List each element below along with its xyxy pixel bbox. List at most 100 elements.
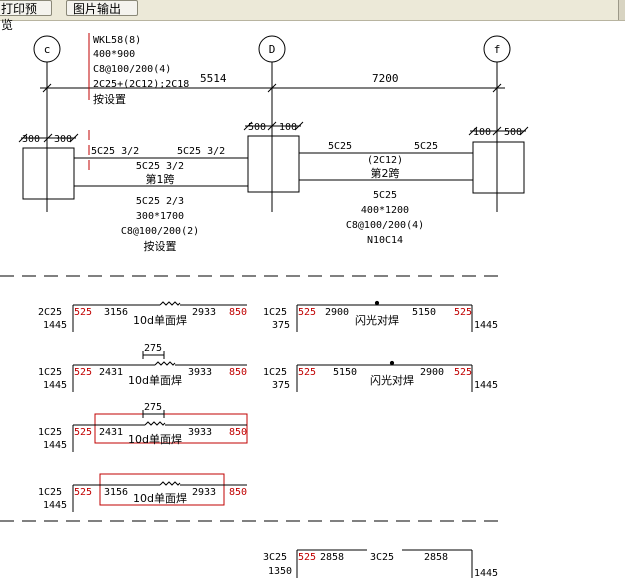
rebar-3: 275 1C25 1445 525 2431 3933 850 10d单面焊 xyxy=(38,343,247,392)
rebar-length: 1445 xyxy=(43,320,67,331)
span2-stirrup: C8@100/200(4) xyxy=(346,220,424,231)
rebar-end-length: 1445 xyxy=(474,320,498,331)
selection-box xyxy=(99,473,225,506)
rebar-weld-dim: 275 xyxy=(144,343,162,354)
col-f-left: 100 xyxy=(473,127,491,138)
rebar-bend-right: 850 xyxy=(229,487,247,498)
print-preview-button[interactable]: 打印预览 xyxy=(0,0,52,32)
rebar-weld: 10d单面焊 xyxy=(128,432,182,446)
rebar-seg-b: 2933 xyxy=(192,307,216,318)
rebar-bend-right: 850 xyxy=(229,307,247,318)
rebar-bend-left: 525 xyxy=(74,307,92,318)
column-f xyxy=(472,141,525,194)
col-f-right: 500 xyxy=(504,127,522,138)
rebar-length: 1445 xyxy=(43,440,67,451)
beam-section: 400*900 xyxy=(93,49,135,60)
rebar-length: 1445 xyxy=(43,500,67,511)
rebar-6[interactable]: 1C25 1445 525 3156 2933 850 10d单面焊 xyxy=(38,473,247,512)
rebar-seg-b: 5150 xyxy=(412,307,436,318)
rebar-end-length: 1445 xyxy=(474,380,498,391)
rebar-bend-right: 850 xyxy=(229,427,247,438)
span2-top-right: 5C25 xyxy=(414,141,438,152)
rebar-spec: 1C25 xyxy=(263,307,287,318)
beam-stirrup: C8@100/200(4) xyxy=(93,64,171,75)
col-c-right: 300 xyxy=(54,134,72,145)
selection-box xyxy=(94,413,248,444)
rebar-weld: 闪光对焊 xyxy=(370,373,414,387)
span-length-left: 5514 xyxy=(200,72,227,85)
rebar-bend-right: 850 xyxy=(229,367,247,378)
col-d-left: 500 xyxy=(248,122,266,133)
span2-bottom: 5C25 xyxy=(373,190,397,201)
rebar-1: 2C25 1445 525 3156 2933 850 10d单面焊 xyxy=(38,301,247,332)
rebar-seg-a: 3156 xyxy=(104,307,128,318)
col-c-left: 300 xyxy=(22,134,40,145)
span2-name: 第2跨 xyxy=(371,166,400,180)
span1-bottom: 5C25 2/3 xyxy=(136,196,184,207)
rebar-length: 1445 xyxy=(43,380,67,391)
rebar-4: 1C25 375 525 5150 2900 525 1445 闪光对焊 xyxy=(263,360,498,392)
span1-mid: 5C25 3/2 xyxy=(136,161,184,172)
rebar-weld: 10d单面焊 xyxy=(133,491,187,505)
rebar-length: 375 xyxy=(272,320,290,331)
rebar-spec: 2C25 xyxy=(38,307,62,318)
toolbar: 打印预览 图片输出 xyxy=(0,0,625,32)
span2-size: 400*1200 xyxy=(361,205,409,216)
rebar-length: 1350 xyxy=(268,566,292,577)
span2-mid: (2C12) xyxy=(367,155,403,166)
rebar-spec: 1C25 xyxy=(263,367,287,378)
image-export-button[interactable]: 图片输出 xyxy=(66,0,138,16)
span1-note: 按设置 xyxy=(144,239,177,253)
span-length-right: 7200 xyxy=(372,72,399,85)
rebar-bend-right: 525 xyxy=(454,307,472,318)
span1-size: 300*1700 xyxy=(136,211,184,222)
span1-top-right: 5C25 3/2 xyxy=(177,146,225,157)
rebar-seg-a: 2431 xyxy=(99,427,123,438)
beam-longitudinal: 2C25+(2C12);2C18 xyxy=(93,79,189,90)
beam-note: 按设置 xyxy=(93,92,126,106)
rebar-seg-a: 2858 xyxy=(320,552,344,563)
column-c xyxy=(22,147,75,200)
span1-top-left: 5C25 3/2 xyxy=(91,146,139,157)
rebar-length: 375 xyxy=(272,380,290,391)
rebar-weld-dim: 275 xyxy=(144,402,162,413)
beam-id: WKL58(8) xyxy=(93,35,141,46)
rebar-seg-a: 3156 xyxy=(104,487,128,498)
rebar-bend-right: 525 xyxy=(454,367,472,378)
rebar-bend-left: 525 xyxy=(298,367,316,378)
rebar-bend-left: 525 xyxy=(298,307,316,318)
span2-top-left: 5C25 xyxy=(328,141,352,152)
rebar-bend-left: 525 xyxy=(298,552,316,563)
rebar-spec: 3C25 xyxy=(263,552,287,563)
rebar-seg-b: 3933 xyxy=(188,427,212,438)
axis-label-d: D xyxy=(269,43,276,56)
span2-torsion: N10C14 xyxy=(367,235,403,246)
rebar-drawing-canvas: c D f 5514 7200 WKL58(8) 400*900 C8@100/… xyxy=(0,33,529,579)
rebar-2: 1C25 375 525 2900 5150 525 1445 闪光对焊 xyxy=(263,300,498,332)
rebar-7: 3C25 1350 525 2858 3C25 2858 1445 xyxy=(263,549,498,579)
col-d-right: 100 xyxy=(279,122,297,133)
rebar-seg-b: 3933 xyxy=(188,367,212,378)
rebar-weld: 10d单面焊 xyxy=(133,313,187,327)
rebar-spec: 1C25 xyxy=(38,367,62,378)
span1-name: 第1跨 xyxy=(146,172,175,186)
rebar-seg-a: 2431 xyxy=(99,367,123,378)
rebar-mid-spec: 3C25 xyxy=(370,552,394,563)
rebar-seg-a: 2900 xyxy=(325,307,349,318)
column-d xyxy=(247,135,300,193)
rebar-seg-b: 2933 xyxy=(192,487,216,498)
rebar-weld: 闪光对焊 xyxy=(355,313,399,327)
rebar-spec: 1C25 xyxy=(38,487,62,498)
rebar-bend-left: 525 xyxy=(74,427,92,438)
rebar-seg-a: 5150 xyxy=(333,367,357,378)
rebar-spec: 1C25 xyxy=(38,427,62,438)
rebar-weld: 10d单面焊 xyxy=(128,373,182,387)
rebar-bend-left: 525 xyxy=(74,367,92,378)
rebar-end-length: 1445 xyxy=(474,568,498,579)
rebar-bend-left: 525 xyxy=(74,487,92,498)
toolbar-splitter xyxy=(618,0,625,20)
axis-label-c: c xyxy=(44,43,51,56)
rebar-seg-b: 2900 xyxy=(420,367,444,378)
rebar-5[interactable]: 275 1C25 1445 525 2431 3933 850 10d单面焊 xyxy=(38,402,248,452)
rebar-seg-b: 2858 xyxy=(424,552,448,563)
